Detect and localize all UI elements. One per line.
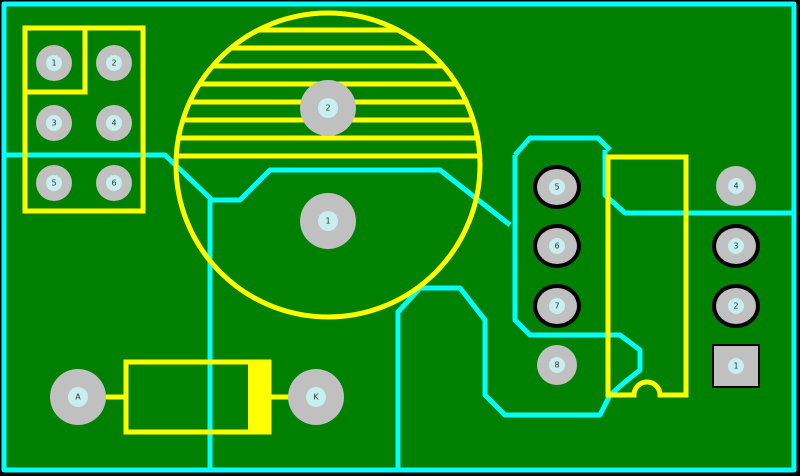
connector-pin1-marker [25,28,88,95]
svg-text:1: 1 [325,217,330,226]
header-pad-1: 1 [712,344,760,388]
header-pad-2: 2 [712,284,760,328]
svg-text:4: 4 [733,182,738,191]
pads-layer: 1 2 3 4 5 6 2 1 5 6 7 8 4 3 2 1 A K [36,45,760,425]
ic-pad-7: 7 [533,284,581,328]
trace-left-horizontal [4,152,512,227]
svg-text:2: 2 [325,104,330,113]
svg-text:7: 7 [554,302,559,311]
ic-pad-6: 6 [533,224,581,268]
connector-pad-1: 1 [36,45,72,81]
connector-pad-3: 3 [36,105,72,141]
capacitor-pad-1: 1 [300,193,356,249]
svg-text:3: 3 [51,119,56,128]
svg-text:6: 6 [554,242,559,251]
capacitor-pad-2: 2 [300,80,356,136]
header-pad-4: 4 [716,166,756,206]
svg-text:5: 5 [51,179,56,188]
diode-cathode-band [248,362,269,432]
connector-pad-6: 6 [96,165,132,201]
svg-text:2: 2 [111,59,116,68]
svg-text:1: 1 [733,362,738,371]
ic-outline [605,154,689,398]
svg-text:3: 3 [733,242,738,251]
svg-text:2: 2 [733,302,738,311]
trace-ic-top [513,135,612,157]
connector-pad-5: 5 [36,165,72,201]
ic-pad-5: 5 [533,165,581,209]
header-pad-3: 3 [712,224,760,268]
capacitor-outline [173,10,483,320]
svg-text:5: 5 [554,183,559,192]
trace-right-horizontal [602,150,794,216]
svg-text:4: 4 [111,119,116,128]
ic-pad-8: 8 [537,345,577,385]
connector-pad-2: 2 [96,45,132,81]
diode-pad-cathode: K [288,369,344,425]
trace-ic-loop [395,155,643,470]
svg-text:1: 1 [51,59,56,68]
connector-pad-4: 4 [96,105,132,141]
svg-text:8: 8 [554,361,559,370]
diode-pad-anode: A [50,369,106,425]
svg-text:A: A [75,393,81,402]
svg-text:6: 6 [111,179,116,188]
svg-text:K: K [313,393,319,402]
